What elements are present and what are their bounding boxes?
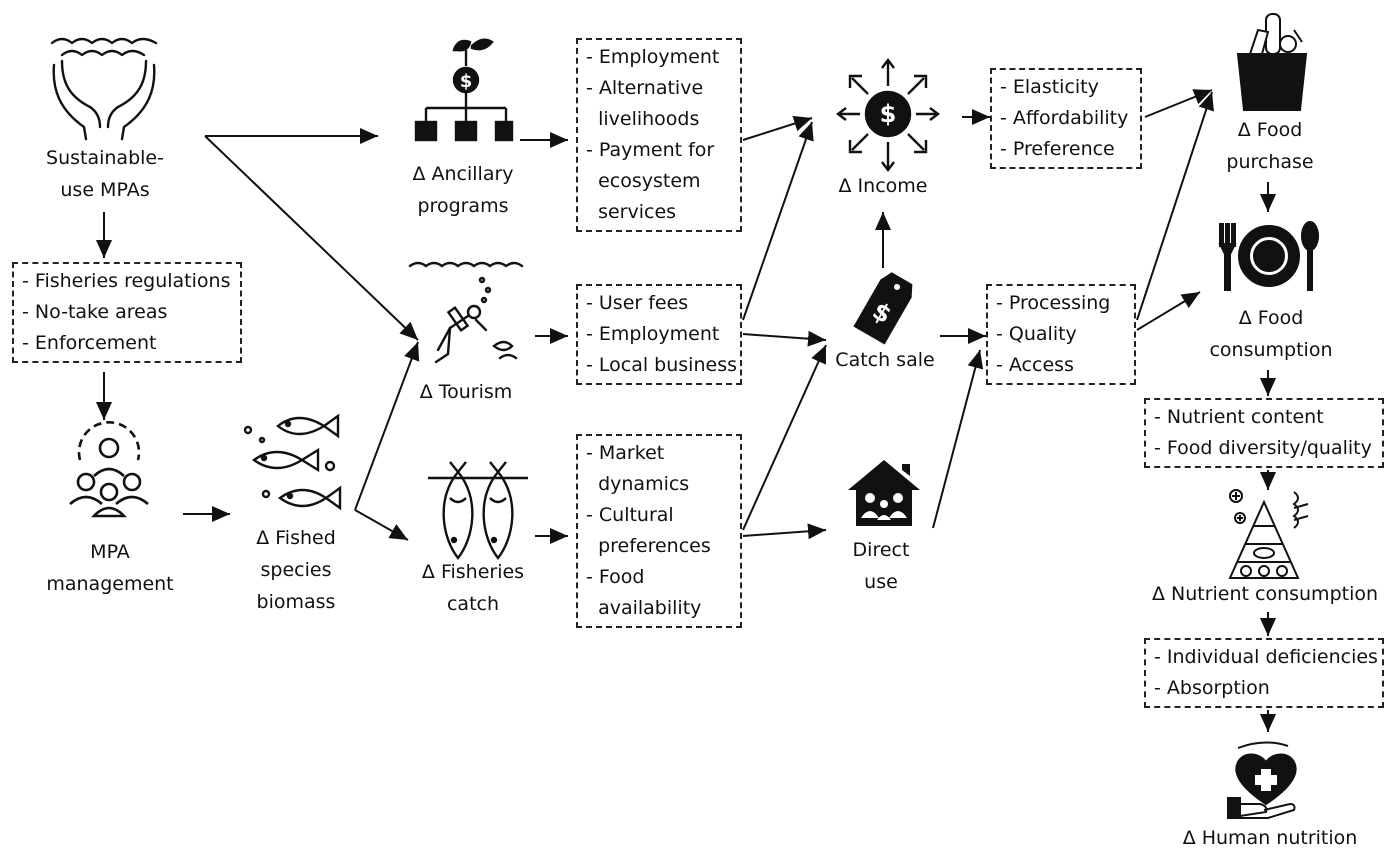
node-tourism: Δ Tourism xyxy=(419,381,513,403)
hanging-fish-icon xyxy=(428,461,528,560)
node-human-nutrition: Δ Human nutrition xyxy=(1182,827,1358,849)
plate-cutlery-icon xyxy=(1218,221,1319,291)
arrow-incomebox-to-purchase xyxy=(1144,89,1213,118)
arrow-ancillarybox-to-income xyxy=(742,115,813,141)
box-line: - Fisheries regulations xyxy=(22,270,231,292)
box-line: - Local business xyxy=(586,354,737,376)
price-tag-icon: $ xyxy=(853,272,913,345)
arrow-tourismbox-to-sale xyxy=(742,330,827,347)
node-fished-biomass: Δ Fished species biomass xyxy=(256,527,336,613)
arrow-salebox-to-consumption xyxy=(1136,291,1201,331)
arrow-direct-to-salebox xyxy=(932,349,984,529)
grocery-bag-icon xyxy=(1236,13,1308,111)
box-line: - Enforcement xyxy=(22,332,157,354)
box-line: - Employment xyxy=(586,46,720,68)
food-pyramid-icon xyxy=(1228,489,1309,579)
node-food-consumption: Δ Food consumption xyxy=(1209,307,1333,361)
box-income-factors: - Elasticity - Affordability - Preferenc… xyxy=(990,68,1142,169)
box-catch-factors: - Market dynamics - Cultural preferences… xyxy=(576,434,742,628)
node-nutrient-consumption: Δ Nutrient consumption xyxy=(1151,583,1379,605)
box-line: - Quality xyxy=(996,323,1077,345)
node-direct-use: Direct use xyxy=(852,539,910,593)
box-line: - Individual deficiencies xyxy=(1154,646,1378,668)
node-catch-sale: Catch sale xyxy=(835,349,935,371)
box-line: availability xyxy=(586,597,702,619)
node-sustainable-mpas: Sustainable- use MPAs xyxy=(46,147,164,201)
box-line: - Access xyxy=(996,354,1074,376)
box-line: - Food xyxy=(586,566,645,588)
box-line: - No-take areas xyxy=(22,301,168,323)
node-ancillary-programs: Δ Ancillary programs xyxy=(412,163,514,217)
box-line: preferences xyxy=(586,535,711,557)
box-tourism-factors: - User fees - Employment - Local busines… xyxy=(576,284,742,385)
box-line: - Employment xyxy=(586,323,720,345)
arrow-salebox-to-purchase xyxy=(1136,91,1214,321)
node-food-purchase: Δ Food purchase xyxy=(1226,119,1314,173)
svg-text:$: $ xyxy=(460,71,473,92)
box-line: - Preference xyxy=(1000,138,1115,160)
box-line: - Food diversity/quality xyxy=(1154,437,1372,459)
hands-waves-icon xyxy=(50,37,158,141)
box-line: services xyxy=(586,201,677,223)
box-line: - Market xyxy=(586,442,665,464)
box-line: ecosystem xyxy=(586,170,701,192)
house-family-icon xyxy=(848,460,920,526)
funding-hierarchy-icon: $ xyxy=(414,38,514,142)
box-ancillary-factors: - Employment - Alternative livelihoods -… xyxy=(576,38,742,232)
box-line: - Processing xyxy=(996,292,1111,314)
arrow-catchbox-to-direct xyxy=(742,523,827,540)
box-line: - Elasticity xyxy=(1000,76,1099,98)
management-gear-icon xyxy=(69,421,149,518)
fish-school-icon xyxy=(243,413,342,511)
box-line: - Nutrient content xyxy=(1154,406,1324,428)
arrow-catchbox-to-sale xyxy=(742,344,827,531)
dollar-burst-icon: $ xyxy=(836,58,940,172)
box-nutrition-factors: - Individual deficiencies - Absorption xyxy=(1144,638,1384,708)
scuba-diver-icon xyxy=(408,261,524,364)
box-line: dynamics xyxy=(586,473,690,495)
box-line: livelihoods xyxy=(586,108,700,130)
box-line: - User fees xyxy=(586,292,689,314)
box-consumption-factors: - Nutrient content - Food diversity/qual… xyxy=(1144,398,1384,468)
box-line: - Alternative xyxy=(586,77,704,99)
heart-hand-icon xyxy=(1227,741,1297,819)
arrow-mpas-to-tourism xyxy=(204,135,419,341)
box-line: - Affordability xyxy=(1000,107,1129,129)
node-income: Δ Income xyxy=(838,175,928,197)
arrow-biomass-to-catch xyxy=(354,509,409,541)
svg-text:$: $ xyxy=(880,100,897,128)
arrow-biomass-to-tourism xyxy=(354,341,420,511)
box-regulations: - Fisheries regulations - No-take areas … xyxy=(12,262,242,363)
box-line: - Absorption xyxy=(1154,677,1270,699)
node-mpa-management: MPA management xyxy=(46,541,174,595)
box-line: - Cultural xyxy=(586,504,674,526)
arrow-tourismbox-to-income xyxy=(742,121,814,321)
node-fisheries-catch: Δ Fisheries catch xyxy=(421,561,525,615)
box-sale-factors: - Processing - Quality - Access xyxy=(986,284,1136,385)
box-line: - Payment for xyxy=(586,139,715,161)
